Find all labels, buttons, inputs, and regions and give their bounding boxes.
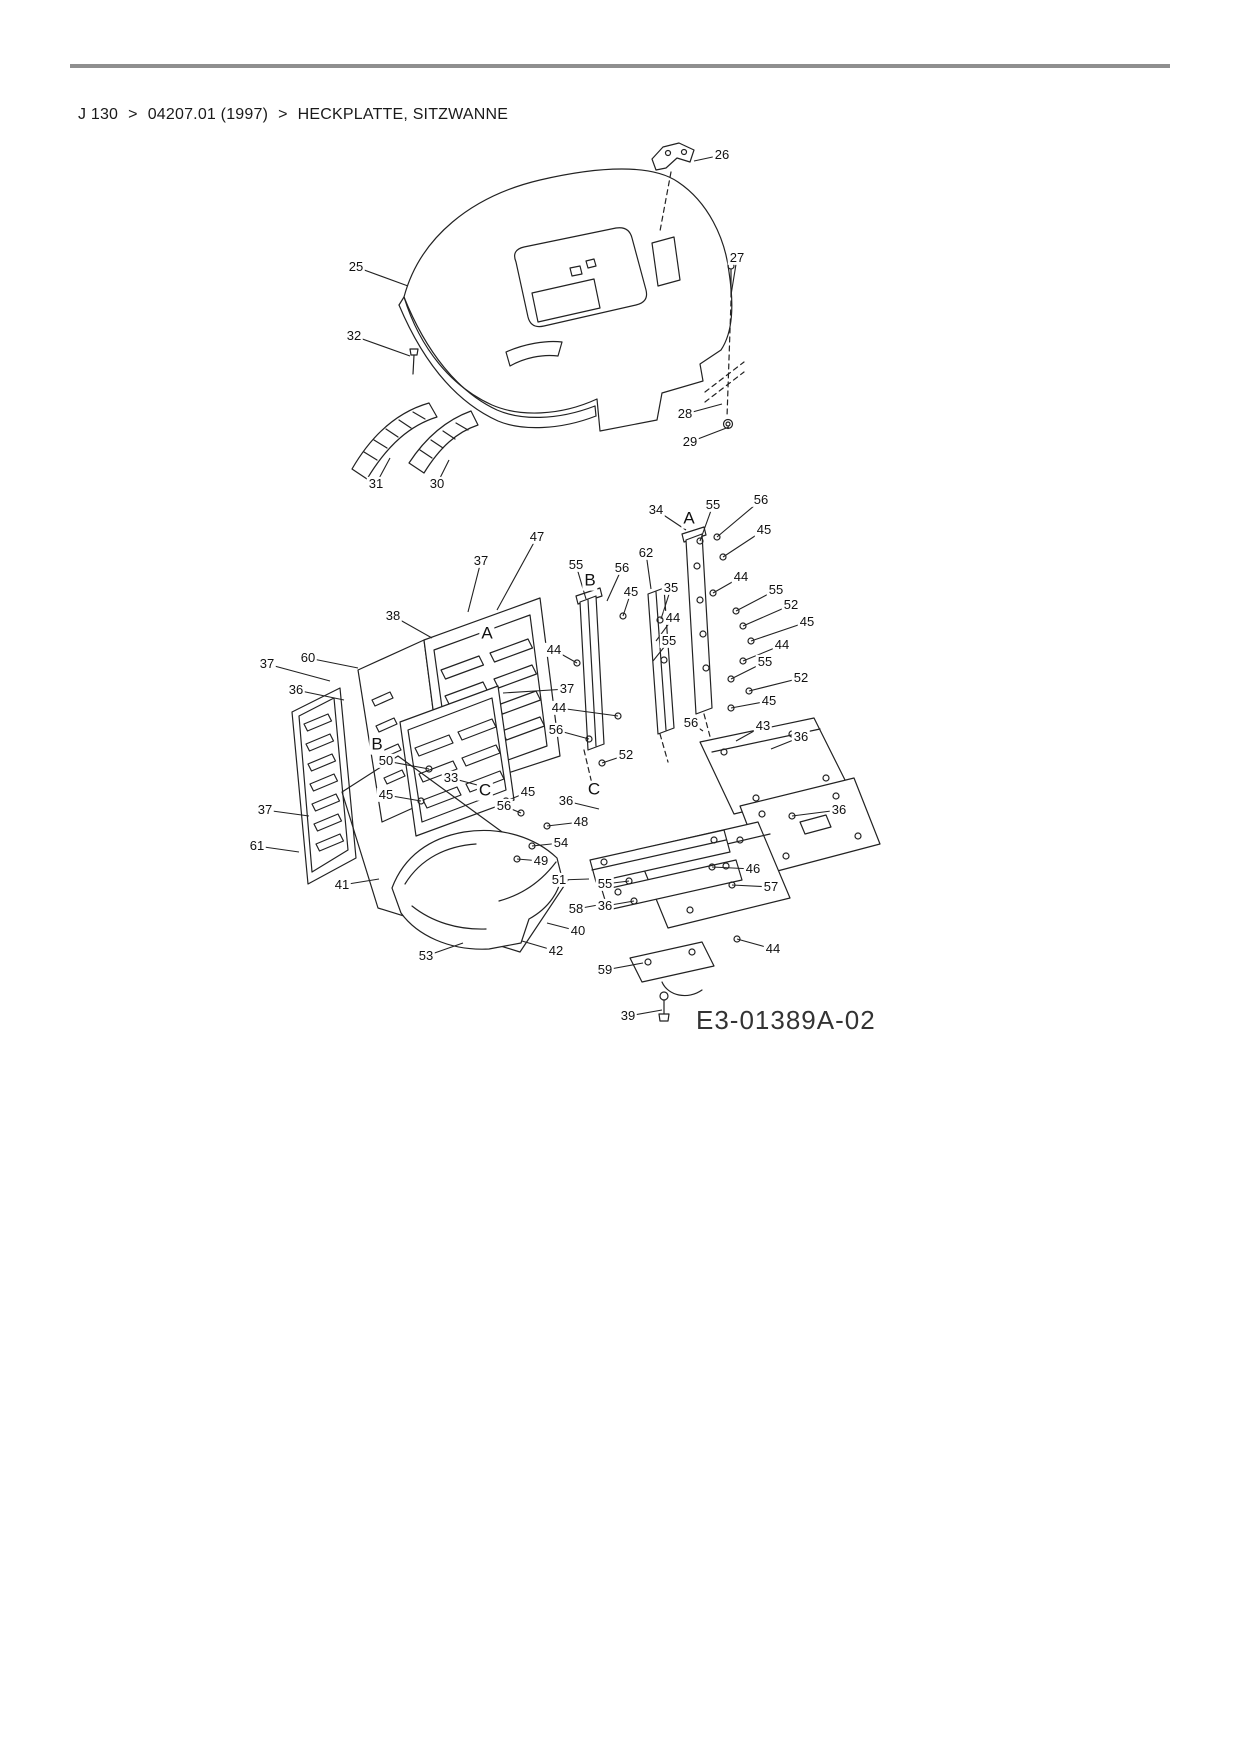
- part-callout: 26: [712, 146, 732, 163]
- part-callout: 45: [518, 783, 538, 800]
- part-callout: 29: [680, 433, 700, 450]
- part-callout: 54: [551, 834, 571, 851]
- part-callout: 47: [527, 528, 547, 545]
- part-callout: 37: [557, 680, 577, 697]
- part-callout: 28: [675, 405, 695, 422]
- part-callout: 52: [781, 596, 801, 613]
- part-callout: 53: [416, 947, 436, 964]
- right-bracket-plates: [635, 717, 881, 929]
- breadcrumb-separator: >: [128, 106, 138, 123]
- part-callout: 44: [731, 568, 751, 585]
- part-callout: 48: [571, 813, 591, 830]
- part-callout: 59: [595, 961, 615, 978]
- part-callout: 49: [531, 852, 551, 869]
- part-callout: 55: [659, 632, 679, 649]
- curved-strips: [351, 348, 479, 480]
- part-callout: 55: [595, 875, 615, 892]
- section-letter: C: [585, 779, 603, 800]
- part-callout: 46: [743, 860, 763, 877]
- part-callout: 39: [618, 1007, 638, 1024]
- part-callout: 44: [544, 641, 564, 658]
- top-rule: [70, 64, 1170, 68]
- diagram-code: E3-01389A-02: [696, 1005, 876, 1035]
- part-callout: 52: [791, 669, 811, 686]
- part-callout: 55: [766, 581, 786, 598]
- part-callout: 44: [763, 940, 783, 957]
- breadcrumb-separator: >: [278, 106, 288, 123]
- breadcrumb-section: 04207.01 (1997): [147, 106, 269, 123]
- part-callout: 55: [755, 653, 775, 670]
- bottom-plate: [629, 941, 715, 1022]
- part-callout: 36: [556, 792, 576, 809]
- part-callout: 43: [753, 717, 773, 734]
- part-callout: 34: [646, 501, 666, 518]
- breadcrumb-model: J 130: [78, 106, 119, 123]
- section-letter: C: [476, 780, 494, 801]
- section-letter: A: [681, 508, 697, 529]
- seat-pan: [398, 168, 733, 432]
- part-callout: 35: [661, 579, 681, 596]
- part-callout: 45: [797, 613, 817, 630]
- part-callout: 37: [471, 552, 491, 569]
- part-callout: 44: [549, 699, 569, 716]
- part-callout: 25: [346, 258, 366, 275]
- part-callout: 36: [829, 801, 849, 818]
- part-callout: 56: [751, 491, 771, 508]
- part-callout: 45: [754, 521, 774, 538]
- part-callout: 36: [595, 897, 615, 914]
- part-callout: 45: [621, 583, 641, 600]
- part-callout: 40: [568, 922, 588, 939]
- part-callout: 55: [703, 496, 723, 513]
- part-callout: 56: [612, 559, 632, 576]
- part-callout: 42: [546, 942, 566, 959]
- part-callout: 36: [791, 728, 811, 745]
- section-letter: B: [369, 734, 385, 755]
- part-callout: 41: [332, 876, 352, 893]
- part-callout: 62: [636, 544, 656, 561]
- part-callout: 50: [376, 752, 396, 769]
- part-callout: 60: [298, 649, 318, 666]
- breadcrumb: J 130 >04207.01 (1997) > HECKPLATTE, SITZWA…: [78, 106, 508, 124]
- part-callout: 30: [427, 475, 447, 492]
- part-callout: 33: [441, 769, 461, 786]
- section-letter: A: [479, 623, 495, 644]
- part-callout: 56: [546, 721, 566, 738]
- part-callout: 45: [759, 692, 779, 709]
- vertical-channels: [575, 526, 713, 785]
- part-callout: 56: [681, 714, 701, 731]
- section-letter: B: [582, 570, 598, 591]
- part-callout: 37: [255, 801, 275, 818]
- part-callout: 38: [383, 607, 403, 624]
- part-callout: 36: [286, 681, 306, 698]
- part-callout: 61: [247, 837, 267, 854]
- part-callout: 31: [366, 475, 386, 492]
- part-callout: 52: [616, 746, 636, 763]
- part-callout: 44: [772, 636, 792, 653]
- part-callout: 45: [376, 786, 396, 803]
- part-callout: 27: [727, 249, 747, 266]
- breadcrumb-title: HECKPLATTE, SITZWANNE: [297, 106, 509, 123]
- part-callout: 58: [566, 900, 586, 917]
- part-callout: 37: [257, 655, 277, 672]
- part-callout: 56: [494, 797, 514, 814]
- part-callout: 44: [663, 609, 683, 626]
- part-callout: 57: [761, 878, 781, 895]
- part-callout: 55: [566, 556, 586, 573]
- part-callout: 32: [344, 327, 364, 344]
- part-callout: 51: [549, 871, 569, 888]
